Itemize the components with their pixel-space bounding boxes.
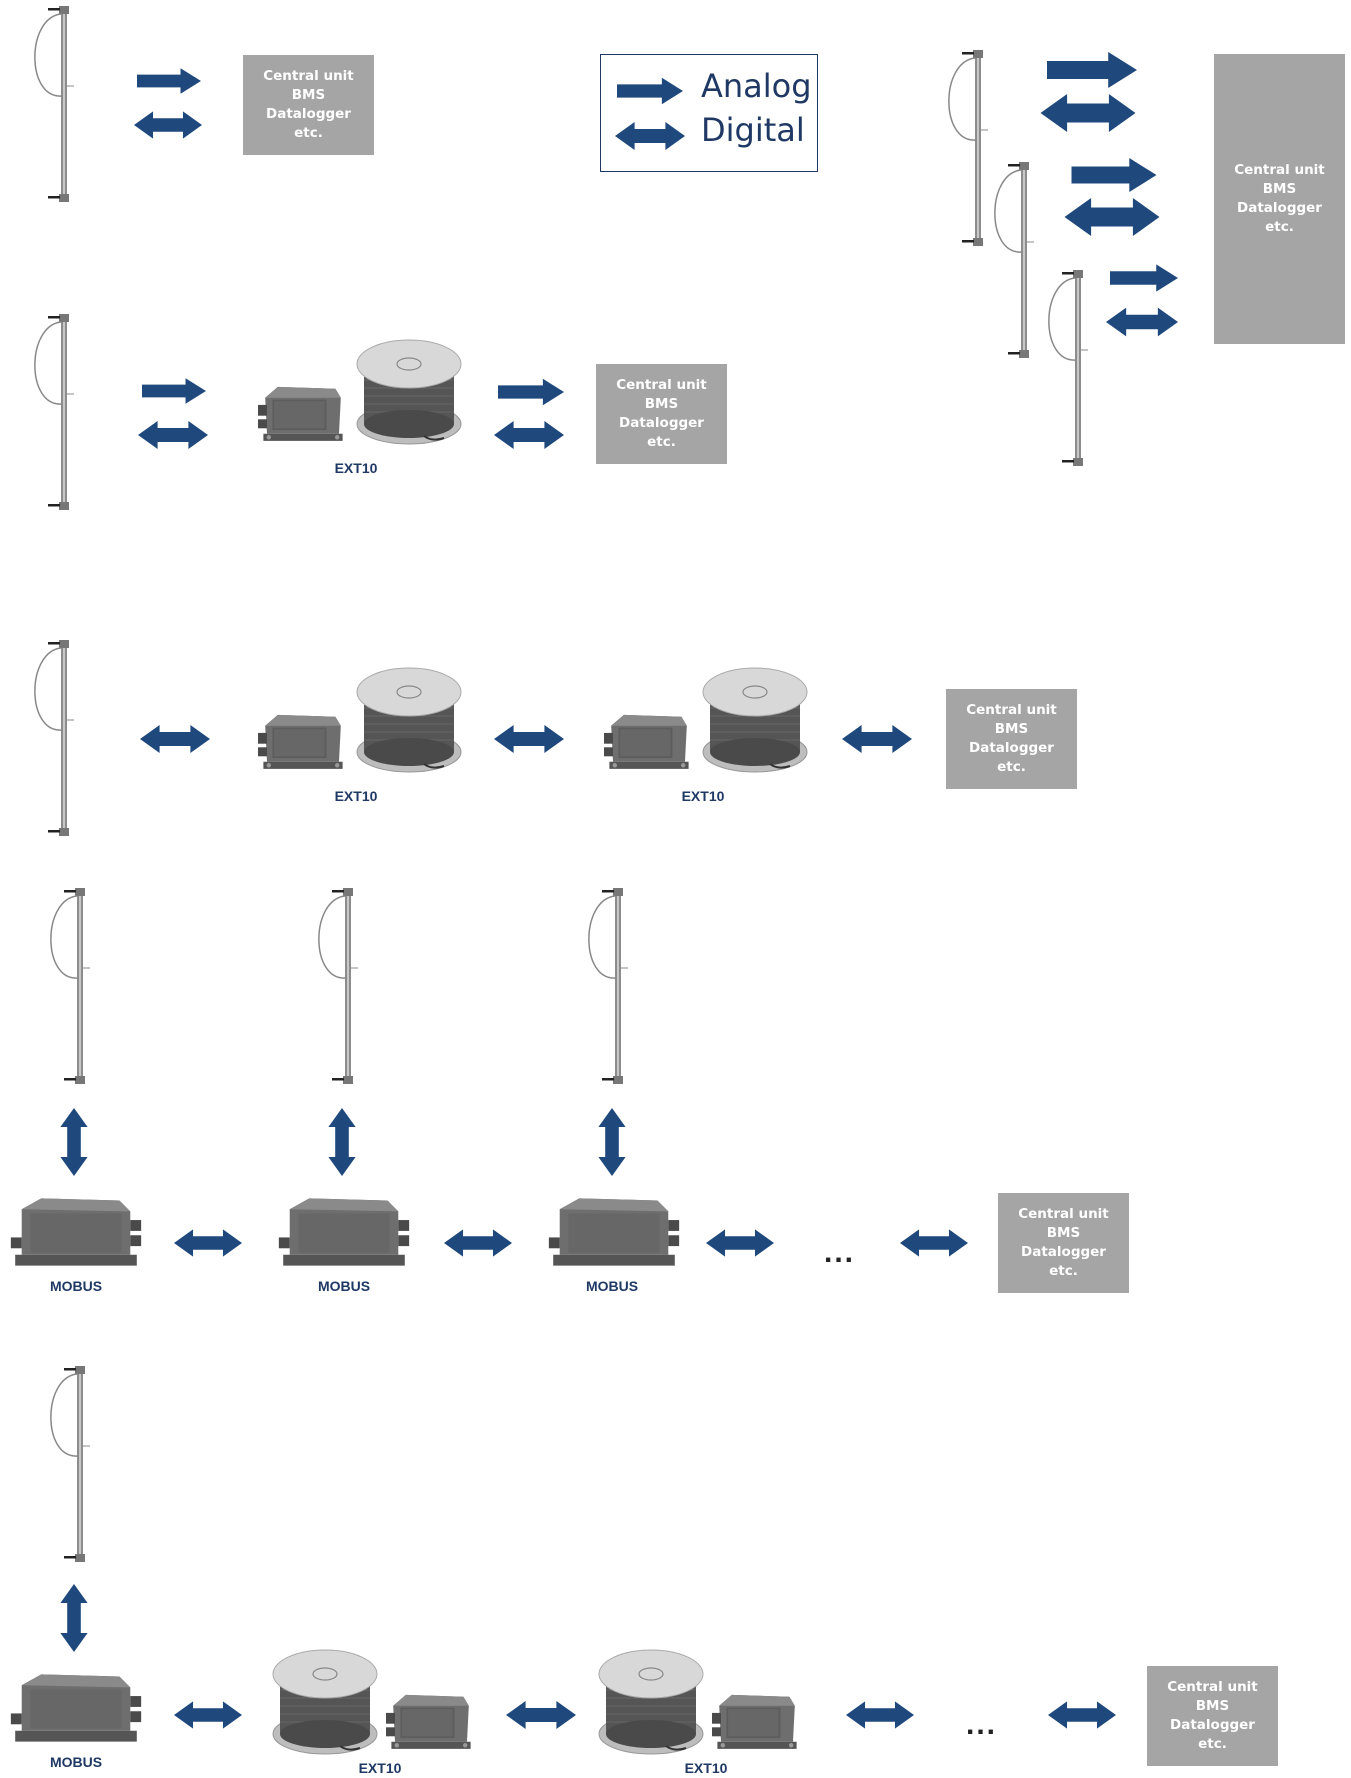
cable-reel-icon xyxy=(271,1648,379,1756)
analog-arrow-icon xyxy=(142,378,206,404)
ext10-box-icon xyxy=(386,1694,471,1749)
digital-arrow-icon xyxy=(846,1701,914,1729)
ext10-box-icon xyxy=(258,714,343,769)
vertical-digital-arrow-icon xyxy=(328,1108,356,1176)
mobus-label: MOBUS xyxy=(49,1278,103,1294)
ext10-label: EXT10 xyxy=(334,460,378,476)
digital-arrow-icon xyxy=(615,122,685,150)
ext10-label: EXT10 xyxy=(334,788,378,804)
mobus-box-icon xyxy=(278,1198,410,1266)
digital-arrow-icon xyxy=(706,1229,774,1257)
sensor-icon xyxy=(1040,267,1100,469)
cable-reel-icon xyxy=(701,666,809,774)
digital-arrow-icon xyxy=(494,421,564,449)
analog-arrow-icon xyxy=(1110,264,1178,292)
ellipsis: ... xyxy=(824,1236,856,1269)
mobus-label: MOBUS xyxy=(49,1754,103,1770)
digital-arrow-icon xyxy=(174,1701,242,1729)
mobus-label: MOBUS xyxy=(317,1278,371,1294)
sensor-icon xyxy=(26,4,86,204)
sensor-icon xyxy=(26,638,86,838)
cable-reel-icon xyxy=(355,666,463,774)
digital-arrow-icon xyxy=(494,725,564,753)
ellipsis: ... xyxy=(966,1708,998,1741)
sensor-icon xyxy=(26,312,86,512)
sensor-icon xyxy=(42,1364,102,1564)
digital-arrow-icon xyxy=(842,725,912,753)
analog-arrow-icon xyxy=(1071,158,1157,192)
digital-arrow-icon xyxy=(1106,307,1178,337)
sensor-icon xyxy=(986,160,1046,360)
legend-analog-label: Analog xyxy=(701,67,812,105)
analog-arrow-icon xyxy=(617,77,683,105)
digital-arrow-icon xyxy=(1064,198,1160,236)
sensor-icon xyxy=(310,886,370,1086)
digital-arrow-icon xyxy=(1048,1701,1116,1729)
ext10-box-icon xyxy=(712,1694,797,1749)
analog-arrow-icon xyxy=(1047,52,1137,88)
vertical-digital-arrow-icon xyxy=(60,1108,88,1176)
sensor-icon xyxy=(42,886,102,1086)
cable-reel-icon xyxy=(355,338,463,446)
digital-arrow-icon xyxy=(134,111,202,139)
legend-digital-label: Digital xyxy=(701,111,805,149)
analog-arrow-icon xyxy=(498,378,564,406)
digital-arrow-icon xyxy=(140,725,210,753)
digital-arrow-icon xyxy=(900,1229,968,1257)
mobus-label: MOBUS xyxy=(585,1278,639,1294)
ext10-box-icon xyxy=(604,714,689,769)
cable-reel-icon xyxy=(597,1648,705,1756)
digital-arrow-icon xyxy=(1040,94,1136,132)
mobus-box-icon xyxy=(548,1198,680,1266)
analog-arrow-icon xyxy=(137,68,201,94)
vertical-digital-arrow-icon xyxy=(60,1584,88,1652)
ext10-label: EXT10 xyxy=(358,1760,402,1776)
digital-arrow-icon xyxy=(174,1229,242,1257)
mobus-box-icon xyxy=(10,1674,142,1742)
sensor-icon xyxy=(580,886,640,1086)
digital-arrow-icon xyxy=(506,1701,576,1729)
mobus-box-icon xyxy=(10,1198,142,1266)
digital-arrow-icon xyxy=(444,1229,512,1257)
ext10-label: EXT10 xyxy=(684,1760,728,1776)
legend-box: Analog Digital xyxy=(600,54,818,172)
vertical-digital-arrow-icon xyxy=(598,1108,626,1176)
ext10-box-icon xyxy=(258,386,343,441)
digital-arrow-icon xyxy=(138,421,208,449)
ext10-label: EXT10 xyxy=(681,788,725,804)
